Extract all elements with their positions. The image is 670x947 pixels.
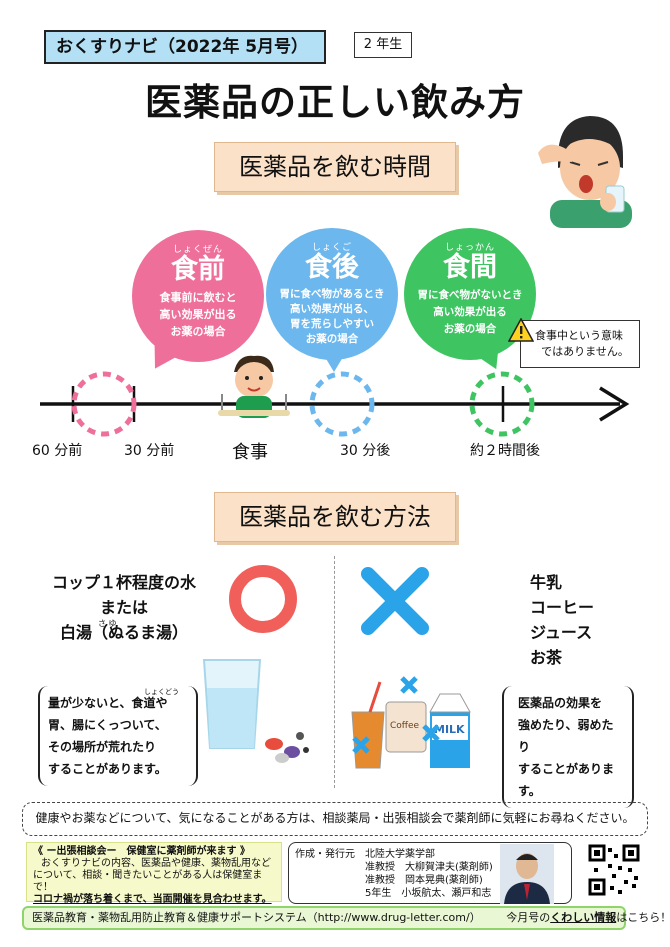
- bubble-before-meal: しょくぜん 食前 食事前に飲むと 高い効果が出る お薬の場合: [132, 230, 264, 362]
- qr-code-icon[interactable]: [588, 844, 640, 896]
- desc-line: お薬の場合: [305, 333, 359, 345]
- bubble-after-meal: しょくご 食後 胃に食べ物があるとき 高い効果が出る、 胃を荒らしやすい お薬の…: [266, 228, 398, 360]
- publisher-label: 作成・発行元: [295, 849, 355, 860]
- consult-box: 《 ー出張相談会ー 保健室に薬剤師が来ます 》 おくすりナビの内容、医薬品や健康…: [26, 842, 282, 905]
- correct-circle-icon: [229, 565, 297, 633]
- desc-line: お薬の場合: [443, 323, 497, 335]
- consult-title: 《 ー出張相談会ー 保健室に薬剤師が来ます 》: [33, 846, 250, 857]
- consult-notice: コロナ禍が落ち着くまで、当面開催を見合わせます。: [33, 894, 272, 905]
- author-photo: [500, 844, 554, 904]
- good-line: または: [99, 598, 148, 617]
- timeline-label-meal: 食事: [232, 442, 268, 463]
- footer-site-link[interactable]: 医薬品教育・薬物乱用防止教育＆健康サポートシステム（http://www.dru…: [32, 911, 481, 924]
- footer-prefix: 今月号の: [506, 911, 551, 924]
- consult-line: について、相談・聞きたいことがある人は保健室まで！: [33, 870, 263, 893]
- ruby-after-meal: しょくご: [311, 243, 352, 253]
- desc-line: 胃に食べ物がないとき: [417, 289, 523, 301]
- good-note-line: その場所が荒れたり: [48, 740, 157, 754]
- desc-line: 胃を荒らしやすい: [290, 318, 374, 330]
- section-heading-timing-text: 医薬品を飲む時間: [239, 153, 431, 181]
- bad-note: 医薬品の効果を 強めたり、弱めたり することがあります。: [502, 686, 634, 808]
- bad-line: 牛乳: [530, 573, 563, 592]
- good-note: しょくどう量が少ないと、食道や 胃、腸にくっついて、 その場所が荒れたり するこ…: [38, 686, 198, 786]
- wrong-cross-icon: [361, 567, 429, 635]
- warning-icon: [508, 318, 534, 342]
- publisher-person: 5年生 小坂航太、瀬戸和志: [365, 888, 492, 899]
- publisher-box: 作成・発行元 北陸大学薬学部 准教授 大柳賀津夫(薬剤師) 准教授 岡本晃典(薬…: [288, 842, 572, 904]
- timeline-label-60-before: 60 分前: [32, 443, 83, 459]
- warning-note-line: 食事中という意味: [535, 329, 623, 342]
- bad-note-line: 医薬品の効果を: [518, 696, 603, 710]
- consult-banner: 健康やお薬などについて、気になることがある方は、相談薬局・出張相談会で薬剤師に気…: [22, 802, 648, 836]
- section-heading-timing: 医薬品を飲む時間: [214, 142, 456, 192]
- ruby-before-meal: しょくぜん: [172, 245, 223, 255]
- bad-line: ジュース: [530, 623, 593, 642]
- bad-line: コーヒー: [530, 598, 595, 617]
- good-line: 白湯（ぬるま湯）: [59, 623, 188, 642]
- desc-line: お薬の場合: [170, 325, 226, 338]
- section-heading-method: 医薬品を飲む方法: [214, 492, 456, 542]
- column-divider: [334, 556, 335, 788]
- bubble-between-meals: しょっかん 食間 胃に食べ物がないとき 高い効果が出る お薬の場合: [404, 228, 536, 360]
- bad-drinks-list: 牛乳 コーヒー ジュース お茶: [530, 570, 630, 670]
- publisher-person: 准教授 大柳賀津夫(薬剤師): [365, 862, 493, 873]
- milk-label: MILK: [434, 723, 465, 736]
- desc-line: 高い効果が出る: [159, 308, 237, 321]
- bad-note-line: 強めたり、弱めたり: [518, 718, 614, 754]
- timeline-label-2h-after: 約２時間後: [470, 443, 540, 459]
- footer-bar: 医薬品教育・薬物乱用防止教育＆健康サポートシステム（http://www.dru…: [22, 906, 670, 930]
- ruby-between-meals: しょっかん: [444, 243, 495, 253]
- newsletter-header: おくすりナビ（2022年 5月号）: [44, 30, 326, 64]
- page-title: 医薬品の正しい飲み方: [145, 81, 525, 124]
- good-line: コップ１杯程度の水: [51, 573, 196, 592]
- bubble-tail: [322, 352, 346, 372]
- beverages-icon: Coffee MILK: [351, 676, 471, 769]
- footer-detail-link[interactable]: くわしい情報: [550, 911, 617, 924]
- warning-note: 食事中という意味 ではありません。: [520, 320, 640, 368]
- desc-line: 食事前に飲むと: [159, 291, 237, 304]
- good-note-line: することがあります。: [48, 762, 167, 776]
- consult-line: おくすりナビの内容、医薬品や健康、薬物乱用など: [41, 858, 271, 869]
- footer-suffix: はこちら！: [616, 911, 670, 924]
- bad-note-line: することがあります。: [518, 762, 615, 798]
- good-note-line: 胃、腸にくっついて、: [48, 718, 167, 732]
- label-before-meal: 食前: [171, 254, 225, 285]
- timeline-label-30-before: 30 分前: [124, 443, 175, 459]
- good-note-ruby: しょくどう: [144, 688, 179, 696]
- label-after-meal: 食後: [305, 252, 359, 283]
- desc-line: 高い効果が出る、: [290, 303, 374, 315]
- child-eating-icon: [218, 355, 290, 418]
- desc-line: 胃に食べ物があるとき: [279, 288, 385, 300]
- timeline-label-30-after: 30 分後: [340, 443, 391, 459]
- water-glass-and-pills-icon: [202, 659, 309, 763]
- good-note-line: 量が少ないと、食道や: [48, 696, 168, 710]
- publisher-org: 北陸大学薬学部: [365, 849, 435, 860]
- section-heading-method-text: 医薬品を飲む方法: [239, 503, 431, 531]
- publisher-person: 准教授 岡本晃典(薬剤師): [365, 875, 483, 886]
- bad-line: お茶: [530, 648, 563, 667]
- label-between-meals: 食間: [443, 252, 497, 283]
- warning-note-line: ではありません。: [541, 345, 629, 358]
- timeline: [40, 371, 630, 437]
- grade-badge: 2 年生: [354, 32, 412, 58]
- desc-line: 高い効果が出る: [433, 306, 507, 318]
- good-drink-text: コップ１杯程度の水 または さ ゆ白湯（ぬるま湯）: [44, 570, 204, 645]
- good-ruby: さ ゆ: [98, 619, 117, 628]
- newsletter-title: おくすりナビ（2022年 5月号）: [56, 37, 309, 57]
- sick-person-icon: [538, 116, 632, 228]
- coffee-label: Coffee: [390, 721, 420, 731]
